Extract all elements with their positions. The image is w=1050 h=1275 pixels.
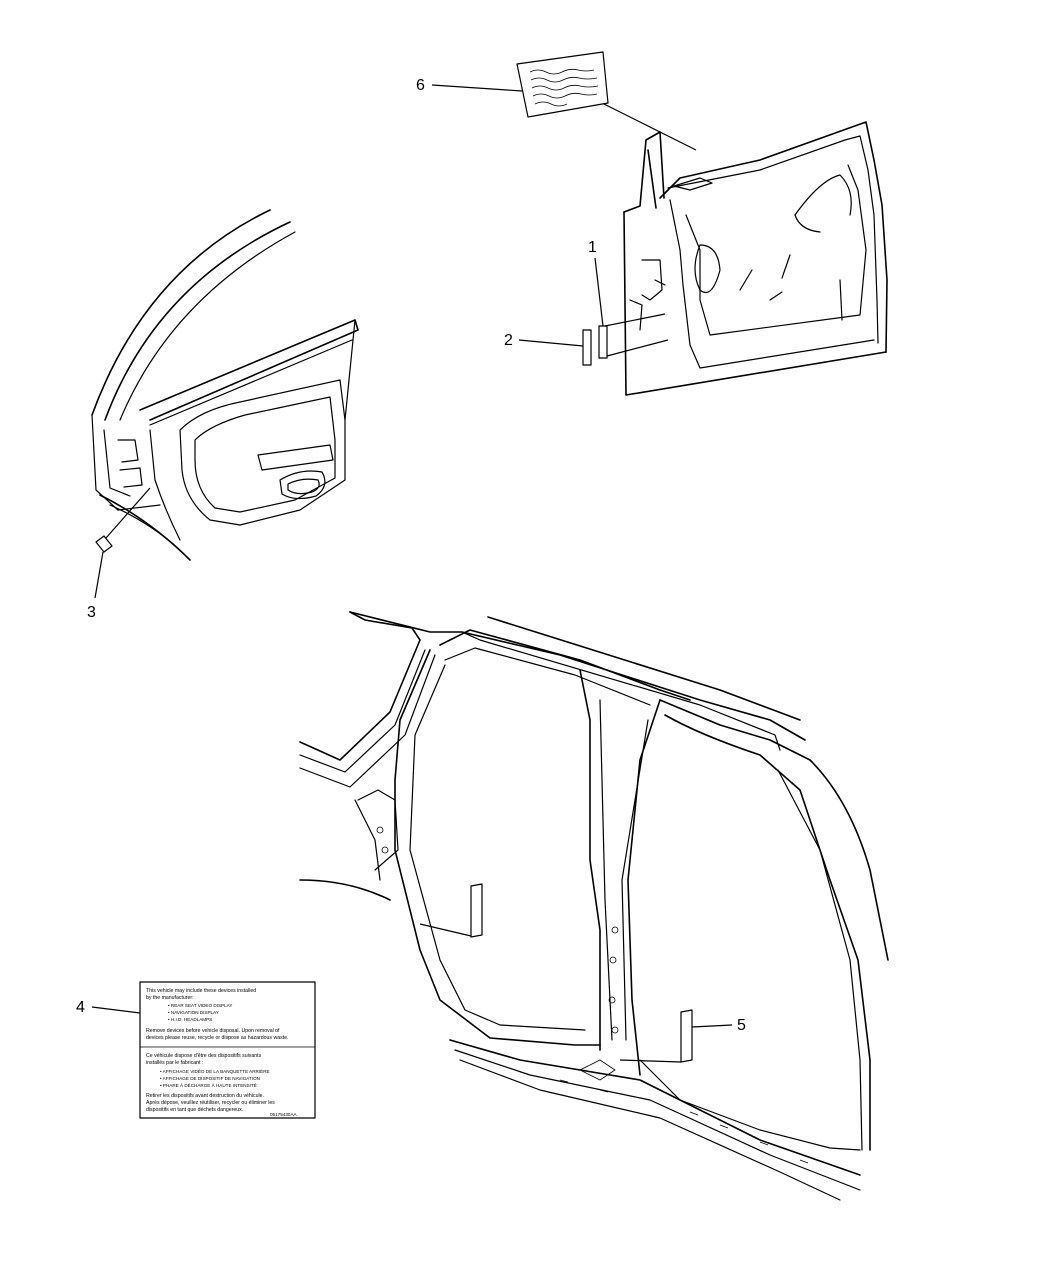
callout-6: 6 [416, 77, 523, 94]
warning-label-line: This vehicle may include these devices i… [146, 988, 256, 994]
warning-label-line: • PHARE À DÉCHARGE À HAUTE INTENSITÉ [160, 1082, 257, 1088]
warning-label-line: • H.I.D. HEADLAMPS [168, 1017, 212, 1022]
label-2-icon [582, 329, 592, 366]
callout-1-number: 1 [588, 239, 597, 256]
label-5a-icon [470, 883, 483, 938]
warning-label-line: Retirer les dispositifs avant destructio… [146, 1093, 264, 1099]
callout-3-number: 3 [87, 604, 96, 621]
warning-label-line: Remove devices before vehicle disposal. … [146, 1028, 280, 1034]
warning-label-line: Après dépose, veuillez réutiliser, recyc… [146, 1100, 275, 1106]
callout-2: 2 [504, 332, 584, 349]
callout-4: 4 [76, 999, 141, 1016]
callout-2-number: 2 [504, 332, 513, 349]
label-5b-icon [680, 1009, 693, 1063]
warning-label-line: • AFFICHAGE VIDÉO DE LA BANQUETTE ARRIÈR… [160, 1068, 270, 1074]
warning-label-line: by the manufacturer: [146, 995, 194, 1001]
warning-label-line: Ce véhicule dispose d'être des dispositi… [146, 1053, 262, 1059]
callout-3: 3 [87, 604, 96, 621]
front-door-illustration [516, 51, 888, 396]
warning-label-part-number: 05175430AA [270, 1112, 298, 1117]
warning-label-line: devices please reuse, recycle or dispose… [146, 1035, 288, 1041]
warning-label-line: dispositifs en tant que déchets dangereu… [146, 1107, 243, 1113]
warning-label-card: This vehicle may include these devices i… [139, 981, 316, 1119]
callout-5: 5 [691, 1017, 746, 1034]
callout-1: 1 [588, 239, 604, 327]
body-side-illustration [299, 611, 889, 1201]
rear-door-opening-illustration [91, 209, 359, 599]
callout-4-number: 4 [76, 999, 85, 1016]
door-decal-sheet-icon [516, 51, 609, 118]
callout-5-number: 5 [737, 1017, 746, 1034]
label-3-icon [95, 535, 113, 553]
warning-label-line: • AFFICHAGE DE DISPOSITIF DE NAVIGATION [160, 1076, 260, 1081]
label-1-icon [598, 325, 608, 359]
warning-label-line: • REAR SEAT VIDEO DISPLAY [168, 1003, 232, 1008]
warning-label-line: installés par le fabricant : [146, 1060, 203, 1066]
callout-6-number: 6 [416, 77, 425, 94]
warning-label-line: • NAVIGATION DISPLAY [168, 1010, 219, 1015]
